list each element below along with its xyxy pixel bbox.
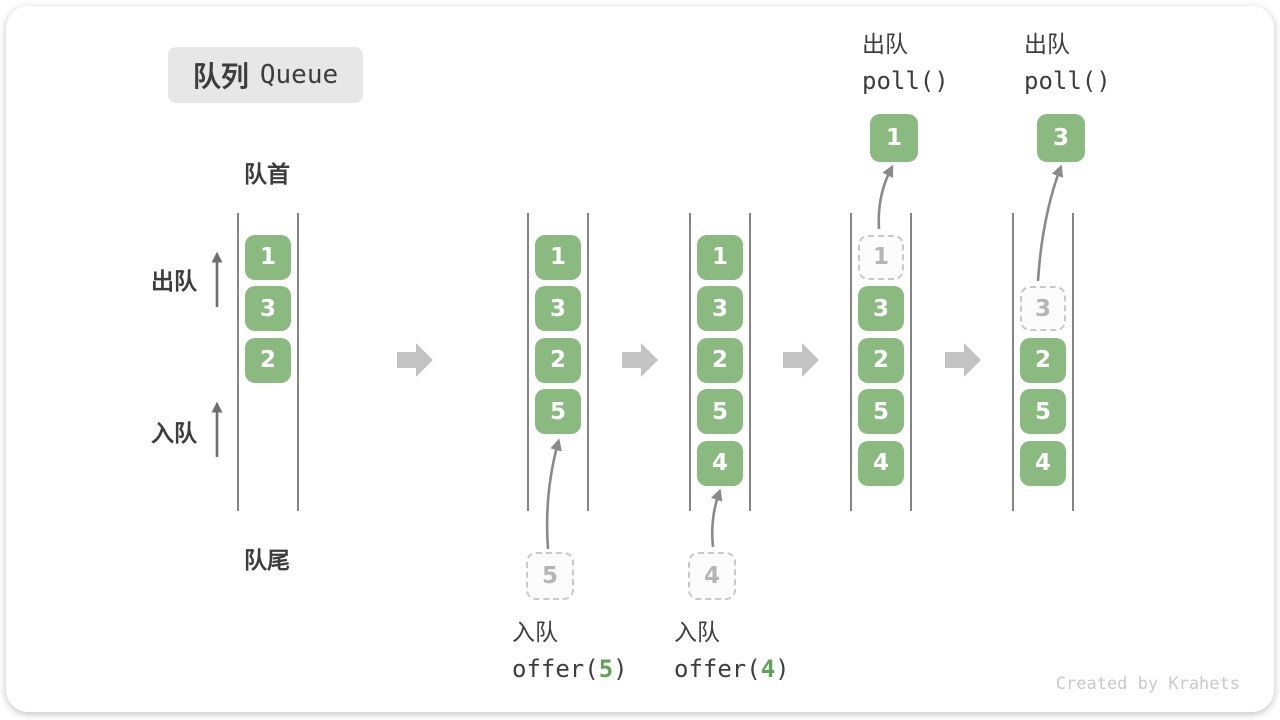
- enqueue-pending-box: 4: [688, 552, 736, 600]
- dequeue-caption: 出队 poll(): [1024, 26, 1111, 100]
- code-arg: 5: [598, 655, 614, 683]
- flow-arrow-icon: [1036, 164, 1064, 282]
- queue-cell: 5: [1020, 389, 1066, 435]
- queue-cell-ghost: 3: [1020, 286, 1066, 332]
- queue-cell: 4: [697, 440, 743, 486]
- queue-cell: 3: [245, 286, 291, 332]
- queue-cell: 3: [858, 286, 904, 332]
- caption-code: offer(5): [512, 651, 628, 688]
- caption-label: 出队: [1024, 31, 1070, 57]
- dequeued-value-box: 3: [1037, 114, 1085, 162]
- label-queue-rear: 队尾: [244, 547, 290, 573]
- label-enqueue: 入队: [151, 420, 197, 446]
- caption-label: 入队: [674, 619, 720, 645]
- code-text: ): [775, 655, 790, 683]
- queue-cell: 4: [858, 440, 904, 486]
- queue-cell: 4: [1020, 440, 1066, 486]
- queue-cell: 2: [1020, 337, 1066, 383]
- caption-code: poll(): [1024, 63, 1111, 100]
- transition-arrow-icon: [622, 343, 658, 377]
- queue-cell: 3: [535, 286, 581, 332]
- dequeued-value-box: 1: [870, 114, 918, 162]
- queue-cell: 5: [535, 389, 581, 435]
- code-text: offer(: [674, 655, 761, 683]
- caption-label: 入队: [512, 619, 558, 645]
- title-box: 队列 Queue: [168, 47, 363, 103]
- flow-arrow-icon: [545, 438, 562, 550]
- label-queue-front: 队首: [244, 161, 290, 187]
- queue-cell: 1: [535, 234, 581, 280]
- queue-cell: 1: [245, 234, 291, 280]
- queue-cell: 3: [697, 286, 743, 332]
- queue-cell: 5: [697, 389, 743, 435]
- queue-cell: 2: [245, 337, 291, 383]
- queue-cell: 5: [858, 389, 904, 435]
- title-zh: 队列: [192, 61, 249, 92]
- code-text: offer(: [512, 655, 599, 683]
- code-text: ): [613, 655, 628, 683]
- flow-arrow-icon: [710, 488, 723, 548]
- title-en: Queue: [259, 60, 339, 90]
- enqueue-caption: 入队 offer(4): [674, 614, 790, 688]
- caption-code: offer(4): [674, 651, 790, 688]
- caption-label: 出队: [862, 31, 908, 57]
- queue-cell: 2: [858, 337, 904, 383]
- code-text: poll(): [1024, 67, 1111, 95]
- enqueue-pending-box: 5: [526, 552, 574, 600]
- label-dequeue: 出队: [151, 268, 197, 294]
- queue-cell: 2: [535, 337, 581, 383]
- caption-code: poll(): [862, 63, 949, 100]
- queue-cell: 1: [697, 234, 743, 280]
- code-text: poll(): [862, 67, 949, 95]
- transition-arrow-icon: [783, 343, 819, 377]
- flow-arrow-icon: [877, 164, 894, 230]
- transition-arrow-icon: [397, 343, 433, 377]
- enqueue-caption: 入队 offer(5): [512, 614, 628, 688]
- transition-arrow-icon: [945, 343, 981, 377]
- dequeue-caption: 出队 poll(): [862, 26, 949, 100]
- code-arg: 4: [760, 655, 776, 683]
- queue-cell-ghost: 1: [858, 234, 904, 280]
- watermark: Created by Krahets: [1055, 674, 1240, 694]
- queue-cell: 2: [697, 337, 743, 383]
